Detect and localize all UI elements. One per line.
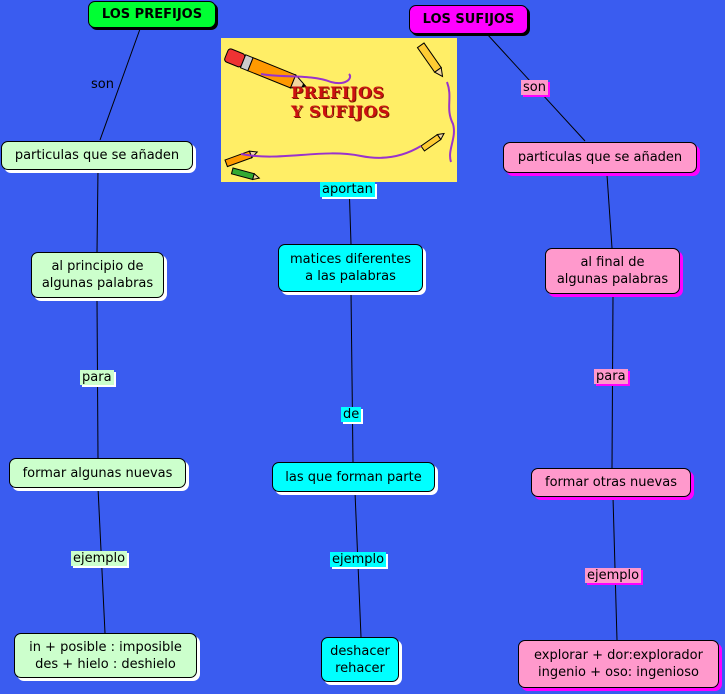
sufijos-node-ejemplos[interactable]: explorar + dor:explorador ingenio + oso:… [518,640,719,688]
sufijos-node-al-final[interactable]: al final de algunas palabras [545,248,680,294]
center-link-aportan: aportan [320,182,375,197]
sufijos-title[interactable]: LOS SUFIJOS [409,5,528,34]
prefijos-node-ejemplos[interactable]: in + posible : imposible des + hielo : d… [14,633,197,678]
banner-title-line1: PREFIJOS [291,83,385,102]
center-node-las-que-forman[interactable]: las que forman parte [272,462,435,492]
sufijos-link-ejemplo: ejemplo [585,568,642,583]
sufijos-link-para: para [594,369,628,384]
sufijos-node-formar[interactable]: formar otras nuevas [531,468,691,497]
prefijos-link-ejemplo: ejemplo [71,551,128,566]
sufijos-node-particulas[interactable]: particulas que se añaden [503,142,697,173]
prefijos-node-particulas[interactable]: particulas que se añaden [1,141,193,170]
title-banner: PREFIJOS Y SUFIJOS [221,38,457,182]
sufijos-link-son: son [521,80,548,95]
prefijos-node-formar[interactable]: formar algunas nuevas [9,458,186,488]
center-node-matices[interactable]: matices diferentes a las palabras [278,244,423,292]
banner-title: PREFIJOS Y SUFIJOS [291,83,411,121]
center-link-ejemplo: ejemplo [330,552,387,567]
pencil-illustration [224,42,455,181]
prefijos-link-para: para [80,370,114,385]
prefijos-title[interactable]: LOS PREFIJOS [88,1,216,28]
center-link-de: de [341,407,362,422]
prefijos-node-al-principio[interactable]: al principio de algunas palabras [31,252,164,298]
prefijos-link-son: son [89,77,116,92]
banner-title-line2: Y SUFIJOS [291,102,390,121]
center-node-ejemplos[interactable]: deshacer rehacer [321,637,399,682]
